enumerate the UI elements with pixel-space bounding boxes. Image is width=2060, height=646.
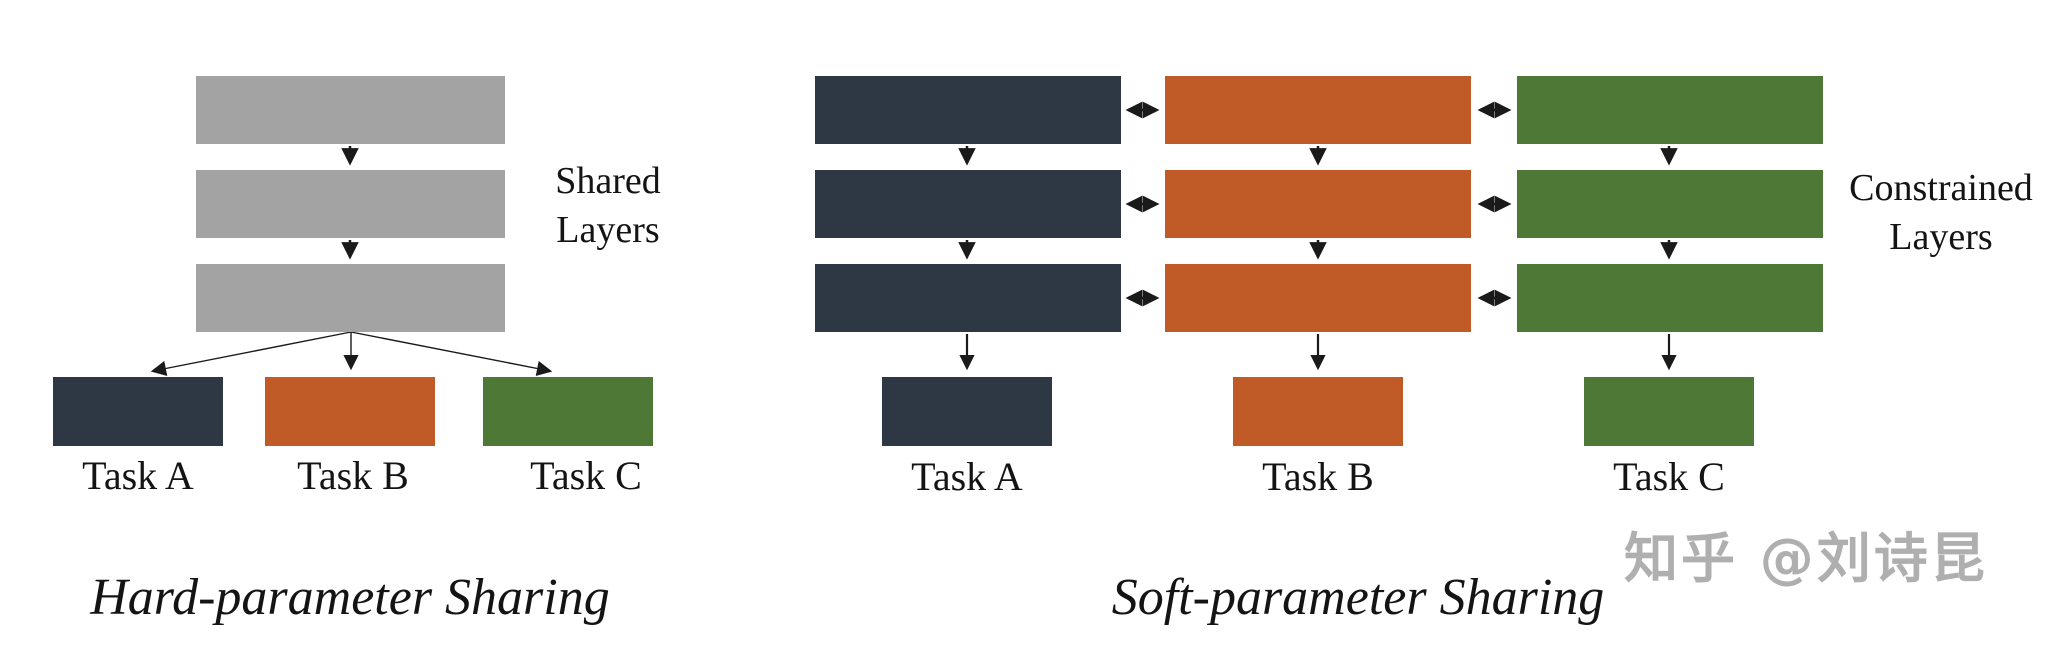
soft-parameter-sharing-title: Soft-parameter Sharing: [1111, 569, 1605, 626]
constrained-layers-label-line2: Layers: [1889, 216, 1993, 258]
left-taskC-label: Task C: [530, 453, 642, 498]
shared-layer-1: [196, 76, 505, 144]
right-taskB-label: Task B: [1262, 454, 1374, 499]
constrained-layers-label-line1: Constrained: [1849, 167, 2033, 209]
shared-layer-3: [196, 264, 505, 332]
right-taskB-layer-1: [1165, 76, 1471, 144]
shared-layers-label-line1: Shared: [555, 160, 661, 202]
left-fan-arrow-taskC: [350, 331, 553, 377]
right-taskC-layer-1: [1517, 76, 1823, 144]
hard-parameter-sharing-title: Hard-parameter Sharing: [90, 569, 610, 626]
right-taskC-layer-3: [1517, 264, 1823, 332]
right-taskB-box: [1233, 377, 1403, 446]
left-taskA-box: [53, 377, 223, 446]
right-taskC-label: Task C: [1613, 454, 1725, 499]
right-taskC-layer-2: [1517, 170, 1823, 238]
left-fan-arrow-taskA: [150, 331, 352, 377]
shared-layers-label: Shared Layers: [493, 157, 723, 255]
right-taskA-layer-3: [815, 264, 1121, 332]
left-taskB-box: [265, 377, 435, 446]
left-taskA-label: Task A: [82, 453, 194, 498]
left-taskC-box: [483, 377, 653, 446]
zhihu-watermark: 知乎 @刘诗昆: [1624, 527, 1988, 590]
right-taskC-box: [1584, 377, 1754, 446]
shared-layer-2: [196, 170, 505, 238]
right-taskA-layer-2: [815, 170, 1121, 238]
right-taskB-layer-3: [1165, 264, 1471, 332]
right-taskA-label: Task A: [911, 454, 1023, 499]
left-taskB-label: Task B: [297, 453, 409, 498]
shared-layers-label-line2: Layers: [556, 209, 660, 251]
right-taskA-layer-1: [815, 76, 1121, 144]
right-taskB-layer-2: [1165, 170, 1471, 238]
constrained-layers-label: Constrained Layers: [1826, 164, 2056, 262]
right-taskA-box: [882, 377, 1052, 446]
